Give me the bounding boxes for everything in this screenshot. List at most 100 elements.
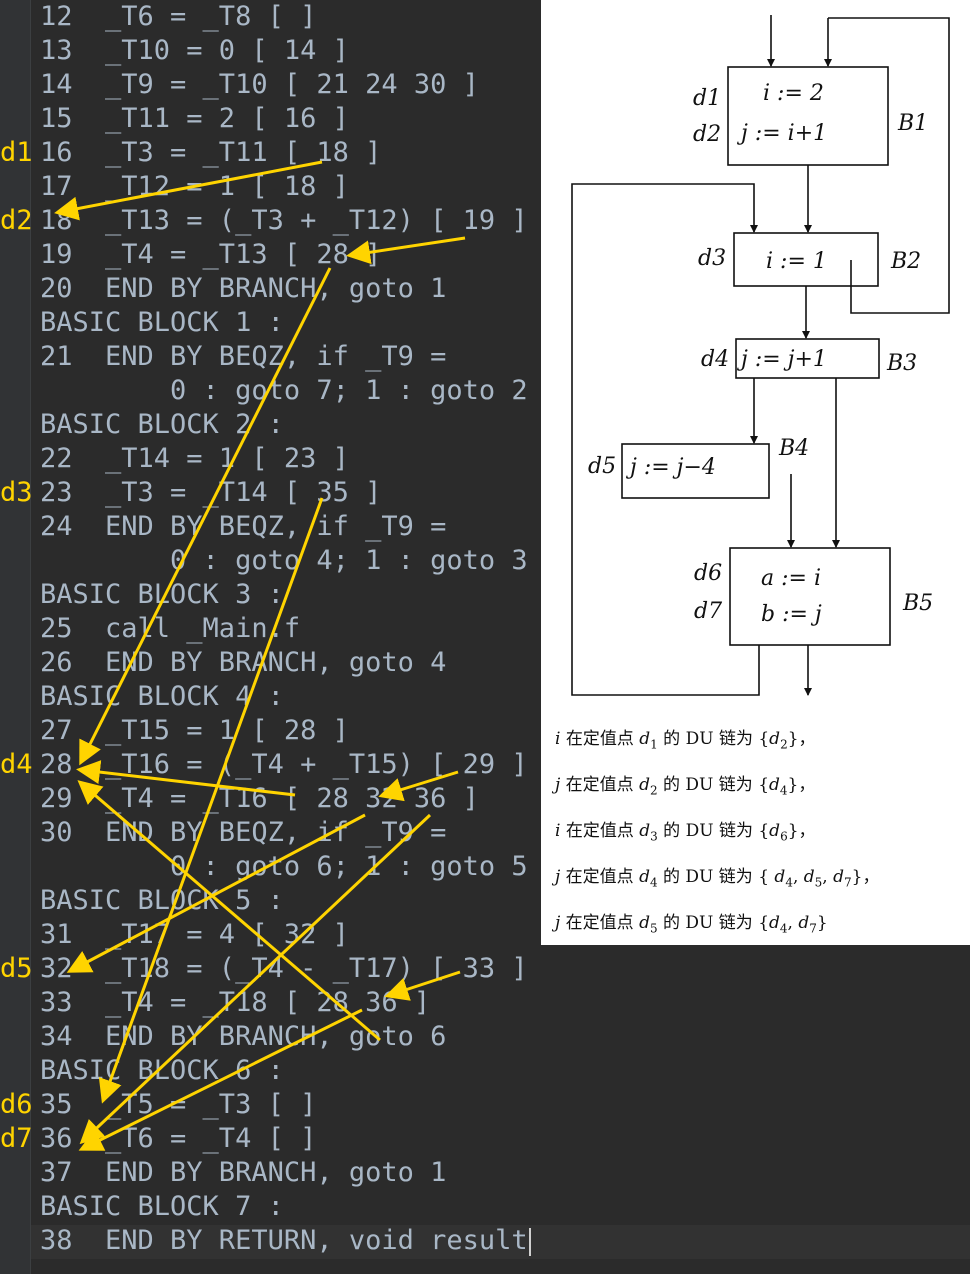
code-line[interactable]: 24 END BY BEQZ, if _T9 = <box>40 511 447 542</box>
block-name: B4 <box>778 436 809 461</box>
code-line[interactable]: 36 _T6 = _T4 [ ] <box>40 1123 317 1154</box>
du-text: }， <box>851 867 880 887</box>
du-use-letter: d <box>769 821 781 841</box>
block-b2 <box>733 232 879 287</box>
du-variable: j <box>555 775 561 795</box>
code-line[interactable]: BASIC BLOCK 5 : <box>40 885 284 916</box>
code-line[interactable]: 35 _T5 = _T3 [ ] <box>40 1089 317 1120</box>
du-use-letter: d <box>769 729 781 749</box>
du-def-letter: d <box>639 821 651 841</box>
statement: j := j−4 <box>625 455 716 480</box>
du-separator: , <box>787 913 799 933</box>
code-line[interactable]: 29 _T4 = _T16 [ 28 32 36 ] <box>40 783 479 814</box>
code-line[interactable]: BASIC BLOCK 6 : <box>40 1055 284 1086</box>
code-line[interactable]: 0 : goto 6; 1 : goto 5 <box>40 851 528 882</box>
code-line[interactable]: 16 _T3 = _T11 [ 18 ] <box>40 137 382 168</box>
du-separator: , <box>792 867 804 887</box>
du-variable: j <box>555 913 561 933</box>
du-use-letter: d <box>803 867 815 887</box>
code-line[interactable]: 22 _T14 = 1 [ 23 ] <box>40 443 349 474</box>
code-line[interactable]: BASIC BLOCK 1 : <box>40 307 284 338</box>
du-use-subscript: 7 <box>809 921 817 936</box>
du-text: 的 DU 链为 { <box>657 775 770 795</box>
du-chain-line: i 在定值点 d1 的 DU 链为 {d2}， <box>555 727 816 751</box>
code-line[interactable]: 15 _T11 = 2 [ 16 ] <box>40 103 349 134</box>
code-line[interactable]: 33 _T4 = _T18 [ 28 36 ] <box>40 987 431 1018</box>
du-text: }， <box>787 729 816 749</box>
du-use-letter: d <box>774 867 786 887</box>
du-variable: i <box>555 729 561 749</box>
code-line[interactable]: 19 _T4 = _T13 [ 28 ] <box>40 239 382 270</box>
du-def-letter: d <box>639 913 650 933</box>
du-def-letter: d <box>639 867 650 887</box>
code-line[interactable]: 34 END BY BRANCH, goto 6 <box>40 1021 447 1052</box>
du-use-letter: d <box>769 775 780 795</box>
code-line[interactable]: 37 END BY BRANCH, goto 1 <box>40 1157 447 1188</box>
du-chain-line: i 在定值点 d3 的 DU 链为 {d6}， <box>555 819 816 843</box>
du-def-letter: d <box>639 775 650 795</box>
code-line[interactable]: 17 _T12 = 1 [ 18 ] <box>40 171 349 202</box>
du-use-subscript: 6 <box>780 829 788 844</box>
code-line[interactable]: 30 END BY BEQZ, if _T9 = <box>40 817 447 848</box>
code-line[interactable]: 0 : goto 7; 1 : goto 2 <box>40 375 528 406</box>
statement: i := 2 <box>763 81 824 106</box>
du-text: }， <box>787 775 816 795</box>
du-text: } <box>816 913 828 933</box>
code-line[interactable]: 21 END BY BEQZ, if _T9 = <box>40 341 447 372</box>
code-line[interactable]: 31 _T17 = 4 [ 32 ] <box>40 919 349 950</box>
du-text: 的 DU 链为 { <box>657 729 770 749</box>
text-cursor <box>528 1227 531 1256</box>
def-point-label: d2 <box>0 205 33 236</box>
def-point-label: d3 <box>0 477 33 508</box>
statement: b := j <box>761 602 822 627</box>
code-line[interactable]: 28 _T16 = (_T4 + _T15) [ 29 ] <box>40 749 528 780</box>
flow-graph: d1 d2 i := 2 j := i+1 B1 d3 i := 1 B2 d4… <box>571 15 950 696</box>
def-label: d4 <box>701 347 729 372</box>
code-line[interactable]: 14 _T9 = _T10 [ 21 24 30 ] <box>40 69 479 100</box>
textbook-figure-panel: d1 d2 i := 2 j := i+1 B1 d3 i := 1 B2 d4… <box>541 0 970 945</box>
code-line[interactable]: 20 END BY BRANCH, goto 1 <box>40 273 447 304</box>
du-def-subscript: 4 <box>649 875 658 890</box>
du-use-letter: d <box>769 913 780 933</box>
code-line[interactable]: 0 : goto 4; 1 : goto 3 <box>40 545 528 576</box>
du-text: 在定值点 <box>560 775 640 795</box>
du-def-subscript: 5 <box>649 921 658 936</box>
du-text: 在定值点 <box>560 821 640 841</box>
du-use-letter: d <box>798 913 810 933</box>
block-b3 <box>735 338 880 379</box>
code-line[interactable]: 38 END BY RETURN, void result <box>40 1224 531 1258</box>
def-label: d6 <box>694 561 722 586</box>
code-line[interactable]: BASIC BLOCK 3 : <box>40 579 284 610</box>
du-text: 的 DU 链为 { <box>657 913 770 933</box>
code-line[interactable]: 26 END BY BRANCH, goto 4 <box>40 647 447 678</box>
code-line[interactable]: 12 _T6 = _T8 [ ] <box>40 1 317 32</box>
du-use-subscript: 4 <box>779 921 788 936</box>
code-line[interactable]: BASIC BLOCK 4 : <box>40 681 284 712</box>
statement: j := i+1 <box>736 121 827 146</box>
block-name: B5 <box>902 591 933 616</box>
code-line[interactable]: 23 _T3 = _T14 [ 35 ] <box>40 477 382 508</box>
block-b4 <box>621 443 770 499</box>
statement: j := j+1 <box>736 347 827 372</box>
code-line[interactable]: 18 _T13 = (_T3 + _T12) [ 19 ] <box>40 205 528 236</box>
du-use-subscript: 5 <box>814 875 823 890</box>
def-point-label: d5 <box>0 953 33 984</box>
du-chain-line: j 在定值点 d2 的 DU 链为 {d4}， <box>555 773 815 797</box>
du-text: 的 DU 链为 { <box>657 821 770 841</box>
code-line[interactable]: BASIC BLOCK 2 : <box>40 409 284 440</box>
code-line[interactable]: 27 _T15 = 1 [ 28 ] <box>40 715 349 746</box>
def-label: d5 <box>588 454 616 479</box>
code-line[interactable]: BASIC BLOCK 7 : <box>40 1191 284 1222</box>
block-name: B3 <box>886 351 917 376</box>
def-point-label: d1 <box>0 137 33 168</box>
du-chain-line: j 在定值点 d4 的 DU 链为 { d4, d5, d7}， <box>555 865 879 889</box>
du-use-subscript: 7 <box>844 875 852 890</box>
code-line[interactable]: 32 _T18 = (_T4 - _T17) [ 33 ] <box>40 953 528 984</box>
statement: a := i <box>761 566 821 591</box>
code-line[interactable]: 13 _T10 = 0 [ 14 ] <box>40 35 349 66</box>
du-def-letter: d <box>639 729 651 749</box>
editor-gutter <box>0 0 31 1274</box>
block-name: B1 <box>897 111 928 136</box>
code-line[interactable]: 25 call _Main.f <box>40 613 301 644</box>
def-point-label: d4 <box>0 749 33 780</box>
